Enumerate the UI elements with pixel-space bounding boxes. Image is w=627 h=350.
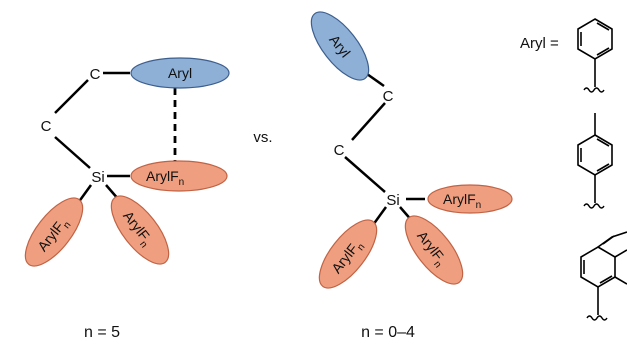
tolyl-attachment-wavy bbox=[583, 203, 605, 209]
right-aryl-group: Aryl bbox=[310, 11, 370, 81]
left-arylf-left-ellipse bbox=[24, 197, 84, 267]
left-bond-c-c bbox=[54, 79, 89, 114]
naphthyl-ring-right-lower bbox=[614, 276, 627, 285]
naphthyl-double-bond-2 bbox=[599, 275, 613, 284]
right-structure: Aryl C C Si ArylFn ArylFn ArylFn n = 0–4 bbox=[310, 11, 513, 341]
left-bond-c-si bbox=[54, 136, 91, 169]
right-arylf-right-ellipse bbox=[404, 215, 464, 285]
left-arylf-right-ellipse bbox=[110, 195, 170, 265]
tolyl-double-bond-3 bbox=[596, 163, 610, 172]
naphthyl-attachment-wavy bbox=[586, 315, 608, 321]
right-caption: n = 0–4 bbox=[361, 324, 415, 341]
versus-label: vs. bbox=[253, 129, 272, 146]
left-caption: n = 5 bbox=[84, 324, 120, 341]
naphthyl-ring-right-top bbox=[597, 231, 627, 248]
left-carbon-top: C bbox=[90, 66, 101, 83]
left-arylf-right-group: ArylFn bbox=[110, 195, 170, 265]
tolyl-structure bbox=[577, 113, 613, 209]
left-aryl-ellipse bbox=[130, 57, 230, 89]
left-carbon-left: C bbox=[41, 118, 52, 135]
naphthyl-ring-left bbox=[580, 246, 616, 288]
left-aryl-label: Aryl bbox=[168, 65, 192, 81]
phenyl-attachment-wavy bbox=[583, 87, 605, 93]
phenyl-double-bond-2 bbox=[596, 22, 610, 31]
right-bond-aryl-c bbox=[366, 72, 385, 88]
right-arylf-left-ellipse bbox=[318, 219, 378, 289]
right-aryl-ellipse bbox=[310, 11, 370, 81]
phenyl-structure bbox=[577, 18, 613, 93]
naphthyl-ring-right-upper bbox=[614, 249, 627, 258]
phenyl-ring bbox=[577, 18, 613, 60]
aryl-legend-label: Aryl = bbox=[520, 35, 559, 52]
right-silicon: Si bbox=[386, 192, 399, 209]
naphthyl-structure bbox=[580, 231, 627, 321]
right-arylf-ellipse bbox=[427, 184, 513, 214]
left-arylf-ellipse bbox=[130, 160, 228, 192]
right-arylf-left-group: ArylFn bbox=[318, 219, 378, 289]
aryl-legend: Aryl = bbox=[520, 18, 627, 321]
left-structure: C C Si Aryl ArylFn ArylFn ArylFn n = 5 bbox=[24, 57, 230, 341]
right-bond-si-arylf-left bbox=[371, 206, 388, 226]
right-bond-c-si bbox=[344, 156, 386, 193]
right-carbon-lower: C bbox=[334, 142, 345, 159]
left-arylf-label: ArylFn bbox=[146, 168, 184, 188]
tolyl-ring bbox=[577, 134, 613, 176]
left-silicon: Si bbox=[91, 169, 104, 186]
right-bond-c-c bbox=[351, 102, 386, 141]
left-arylf-left-group: ArylFn bbox=[24, 197, 84, 267]
naphthyl-double-bond-3 bbox=[602, 235, 615, 245]
right-carbon-upper: C bbox=[383, 88, 394, 105]
phenyl-double-bond-3 bbox=[596, 47, 610, 56]
right-arylf-label: ArylFn bbox=[443, 191, 481, 211]
tolyl-double-bond-2 bbox=[596, 138, 610, 147]
right-arylf-right-group: ArylFn bbox=[404, 215, 464, 285]
